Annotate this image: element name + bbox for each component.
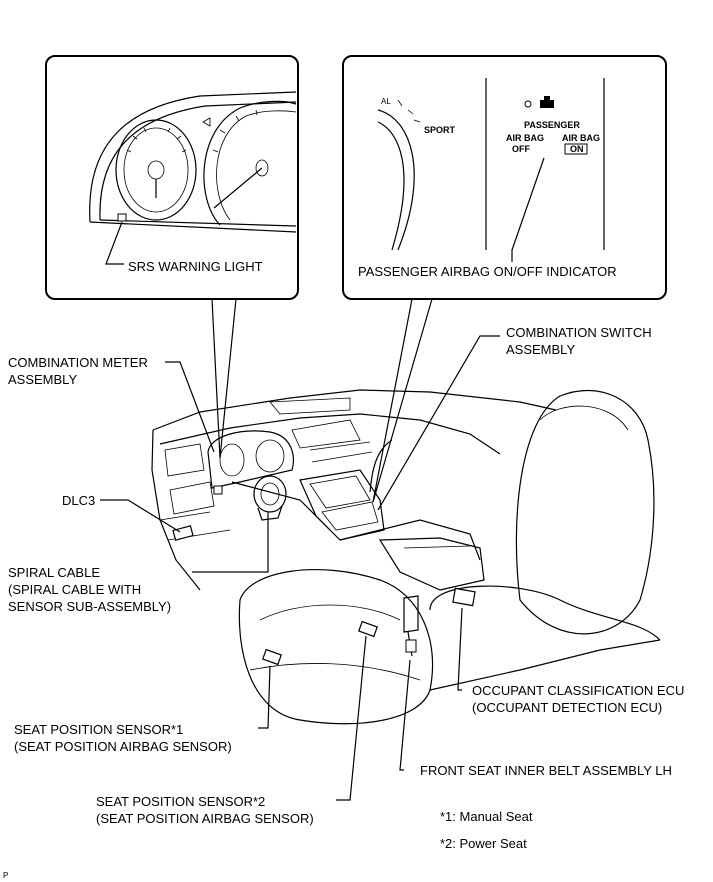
passenger-airbag-indicator-label: PASSENGER AIRBAG ON/OFF INDICATOR	[358, 264, 617, 279]
corner-mark: P	[3, 871, 8, 880]
footnote-manual-seat: *1: Manual Seat	[440, 809, 533, 824]
spiral-cable-label-2: (SPIRAL CABLE WITH	[8, 582, 141, 597]
footnote-power-seat: *2: Power Seat	[440, 836, 527, 851]
airbag-on-text-2: ON	[570, 144, 584, 154]
combination-switch-label-1: COMBINATION SWITCH	[506, 325, 652, 340]
airbag-on-text-1: AIR BAG	[562, 133, 600, 143]
combination-switch-label-2: ASSEMBLY	[506, 342, 575, 357]
dlc3-label: DLC3	[62, 493, 95, 508]
srs-warning-light-label: SRS WARNING LIGHT	[128, 259, 263, 274]
combination-meter-label-1: COMBINATION METER	[8, 355, 148, 370]
leader-lines	[100, 335, 500, 801]
passenger-seat-icon	[540, 96, 554, 108]
gauge-partial-text: AL	[381, 97, 391, 106]
inset-pointers	[211, 298, 433, 503]
seat-sensor-2-label-1: SEAT POSITION SENSOR*2	[96, 794, 265, 809]
indicator-lamp-icon	[524, 100, 532, 108]
occupant-ecu-label-1: OCCUPANT CLASSIFICATION ECU	[472, 683, 684, 698]
airbag-off-text-1: AIR BAG	[506, 133, 544, 143]
spiral-cable-label-3: SENSOR SUB-ASSEMBLY)	[8, 599, 171, 614]
seat-sensor-1-label-2: (SEAT POSITION AIRBAG SENSOR)	[14, 739, 232, 754]
meter-inset	[45, 55, 299, 300]
sport-text: SPORT	[424, 125, 456, 135]
front-seat-belt-label: FRONT SEAT INNER BELT ASSEMBLY LH	[420, 763, 672, 778]
seat-sensor-1-label-1: SEAT POSITION SENSOR*1	[14, 722, 183, 737]
combination-meter-label-2: ASSEMBLY	[8, 372, 77, 387]
seat-sensor-2-label-2: (SEAT POSITION AIRBAG SENSOR)	[96, 811, 314, 826]
passenger-text: PASSENGER	[524, 120, 580, 130]
airbag-off-text-2: OFF	[512, 144, 530, 154]
occupant-ecu-label-2: (OCCUPANT DETECTION ECU)	[472, 700, 662, 715]
indicator-inset: AL SPORT PASSENGER AIR BAG OFF AIR BAG O…	[342, 55, 667, 300]
vehicle-interior-sketch	[151, 389, 661, 725]
spiral-cable-label-1: SPIRAL CABLE	[8, 565, 100, 580]
